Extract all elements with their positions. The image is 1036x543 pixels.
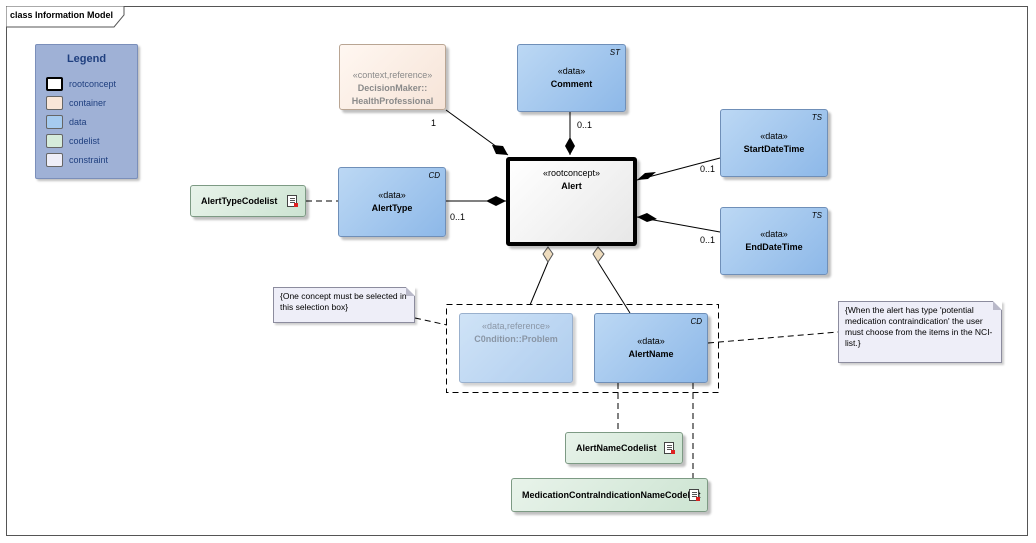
- codelist-name: MedicationContraIndicationNameCodelist: [522, 490, 701, 500]
- class-stereotype: «data,reference»: [481, 321, 551, 331]
- note-selection-constraint: {One concept must be selected in this se…: [273, 287, 415, 323]
- legend-item-data: data: [46, 115, 136, 131]
- legend-label: codelist: [69, 136, 100, 146]
- legend-swatch-codelist: [46, 134, 63, 148]
- diamond-alert-type: [486, 196, 506, 206]
- codelist-name: AlertNameCodelist: [576, 443, 657, 453]
- legend-label: data: [69, 117, 87, 127]
- codelist-document-icon: [664, 442, 675, 454]
- codelist-document-icon: [689, 489, 700, 501]
- class-name-line1: DecisionMaker::: [357, 83, 428, 93]
- class-end-date-time[interactable]: TS «data» EndDateTime: [720, 207, 828, 275]
- legend-swatch-data: [46, 115, 63, 129]
- diamond-selection-left: [542, 246, 554, 263]
- class-name-line2: HealthProfessional: [351, 96, 434, 106]
- class-type-tag: TS: [811, 211, 822, 220]
- class-name: Comment: [550, 79, 593, 89]
- class-stereotype: «data»: [378, 190, 406, 200]
- class-name: C0ndition::Problem: [474, 334, 558, 344]
- legend-swatch-constraint: [46, 153, 63, 167]
- legend-item-constraint: constraint: [46, 153, 136, 169]
- class-name: AlertType: [371, 203, 413, 213]
- class-comment[interactable]: ST «data» Comment: [517, 44, 626, 112]
- legend-label: container: [69, 98, 107, 108]
- class-stereotype: «data»: [557, 66, 586, 76]
- class-stereotype: «rootconcept»: [542, 168, 601, 178]
- class-name: StartDateTime: [743, 144, 805, 154]
- class-name: EndDateTime: [745, 242, 803, 252]
- legend-item-container: container: [46, 96, 136, 112]
- multiplicity-comment: 0..1: [577, 120, 593, 130]
- frame-title: class Information Model: [10, 10, 114, 20]
- diagram-frame: [6, 6, 1028, 536]
- multiplicity-health-professional: 1: [431, 118, 437, 128]
- legend-title: Legend: [66, 53, 107, 65]
- codelist-medication-contraindication-name[interactable]: MedicationContraIndicationNameCodelist: [511, 478, 708, 512]
- diamond-comment: [565, 137, 575, 155]
- codelist-document-icon: [287, 195, 298, 207]
- codelist-name: AlertTypeCodelist: [201, 196, 278, 206]
- class-type-tag: TS: [811, 113, 822, 122]
- note-link-selection: [414, 317, 448, 326]
- class-name: Alert: [561, 181, 582, 191]
- class-stereotype: «data»: [637, 336, 665, 346]
- multiplicity-start-date-time: 0..1: [700, 164, 716, 174]
- class-stereotype: «data»: [760, 229, 788, 239]
- class-alert-type[interactable]: CD «data» AlertType: [338, 167, 446, 237]
- connector-selection-left: [529, 261, 549, 306]
- legend-label: constraint: [69, 155, 109, 165]
- class-alert-name[interactable]: CD «data» AlertName: [594, 313, 708, 383]
- class-type-tag: CD: [690, 317, 702, 326]
- diamond-start-date-time: [637, 172, 656, 180]
- note-alert-name-constraint: {When the alert has type 'potential medi…: [838, 301, 1002, 363]
- class-stereotype: «context,reference»: [352, 70, 433, 80]
- note-link-alert-name: [707, 331, 839, 344]
- diamond-health-professional: [492, 145, 508, 155]
- legend-label: rootconcept: [69, 79, 117, 89]
- class-start-date-time[interactable]: TS «data» StartDateTime: [720, 109, 828, 177]
- legend-swatch-rootconcept: [46, 77, 63, 91]
- class-condition-problem[interactable]: «data,reference» C0ndition::Problem: [459, 313, 573, 383]
- connector-selection-right: [597, 261, 631, 314]
- frame-title-tab: [6, 6, 125, 28]
- codelist-alert-type[interactable]: AlertTypeCodelist: [190, 185, 306, 217]
- multiplicity-end-date-time: 0..1: [700, 235, 716, 245]
- selection-box: [446, 304, 719, 393]
- class-stereotype: «data»: [760, 131, 788, 141]
- class-type-tag: CD: [428, 171, 440, 180]
- legend-item-codelist: codelist: [46, 134, 136, 150]
- legend: Legend rootconcept container data codeli…: [35, 44, 138, 179]
- diamond-selection-right: [592, 246, 605, 263]
- class-health-professional[interactable]: «context,reference» DecisionMaker:: Heal…: [339, 44, 446, 110]
- legend-item-rootconcept: rootconcept: [46, 77, 136, 93]
- legend-swatch-container: [46, 96, 63, 110]
- class-name: AlertName: [628, 349, 674, 359]
- class-type-tag: ST: [609, 48, 620, 57]
- codelist-alert-name[interactable]: AlertNameCodelist: [565, 432, 683, 464]
- diamond-end-date-time: [637, 213, 657, 222]
- multiplicity-alert-type: 0..1: [450, 212, 466, 222]
- class-alert[interactable]: «rootconcept» Alert: [506, 157, 637, 246]
